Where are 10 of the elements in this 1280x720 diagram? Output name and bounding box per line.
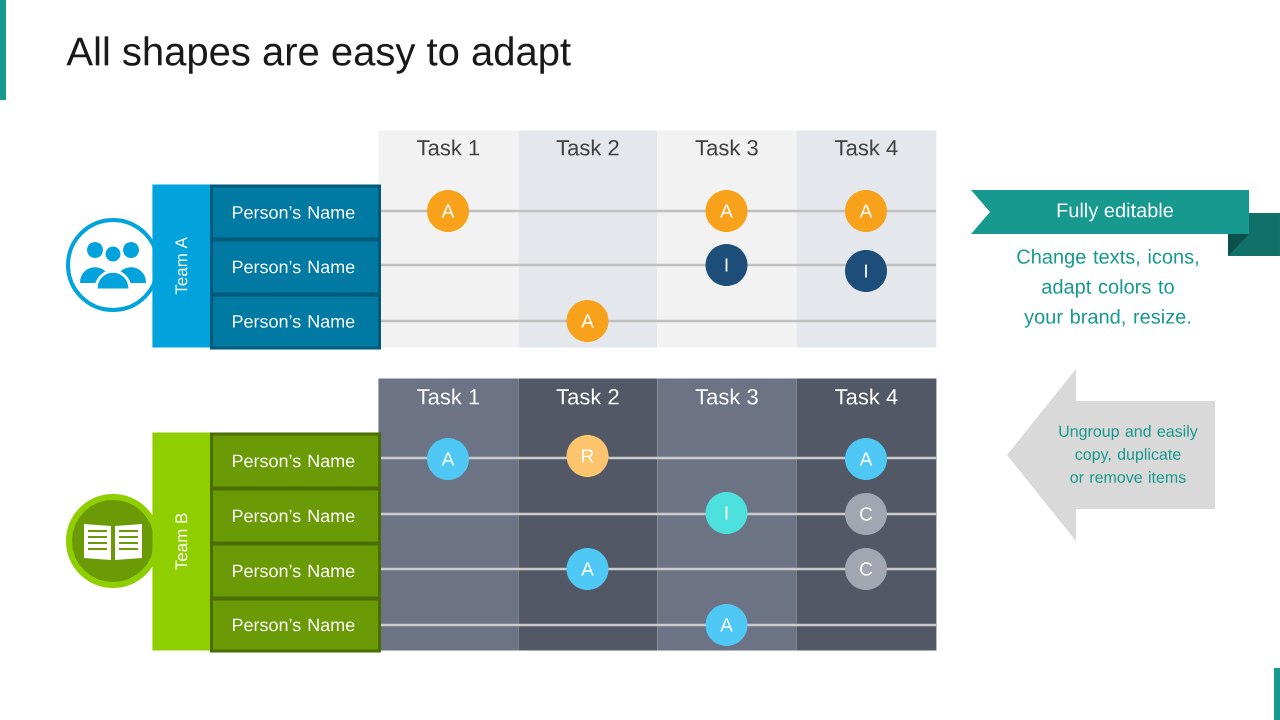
team-band: Team A — [152, 184, 211, 348]
title: All shapes are easy to adapt — [66, 36, 571, 74]
person-cell: Person’s Name — [210, 487, 381, 545]
team-band: Team B — [152, 432, 211, 651]
person-cell: Person’s Name — [210, 542, 381, 600]
person-cell: Person’s Name — [210, 293, 381, 350]
person-cell: Person’s Name — [210, 597, 381, 653]
person-cell: Person’s Name — [210, 184, 381, 241]
person-cell: Person’s Name — [210, 432, 381, 490]
person-cell: Person’s Name — [210, 238, 381, 296]
